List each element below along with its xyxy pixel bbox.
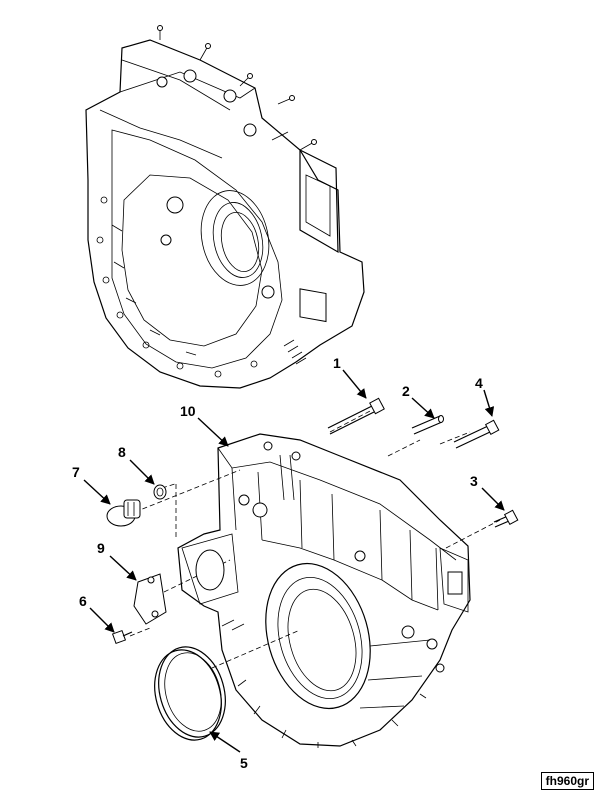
rear-seal-item-5: [154, 646, 226, 741]
capscrew-item-1: [327, 397, 385, 435]
upper-flywheel-housing: [85, 25, 365, 389]
callout-10: 10: [180, 403, 196, 419]
callout-9: 9: [97, 540, 105, 556]
o-ring-item-8: [153, 484, 167, 500]
plug-item-7: [106, 499, 141, 527]
screw-item-6: [111, 629, 133, 645]
callout-4: 4: [475, 375, 483, 391]
assembly-lines: [129, 409, 501, 669]
callout-6: 6: [79, 593, 87, 609]
capscrew-item-4: [453, 419, 500, 449]
dowel-item-2: [411, 415, 444, 435]
cover-plate-item-9: [133, 573, 167, 625]
leader-arrows: [83, 369, 505, 753]
callout-8: 8: [118, 444, 126, 460]
callout-1: 1: [333, 355, 341, 371]
callout-2: 2: [402, 383, 410, 399]
capscrew-item-3: [493, 509, 519, 528]
flywheel-housing-item-10: [177, 433, 471, 748]
callout-5: 5: [240, 755, 248, 771]
callout-7: 7: [72, 464, 80, 480]
callout-3: 3: [470, 473, 478, 489]
figure-id-label: fh960gr: [540, 772, 594, 790]
